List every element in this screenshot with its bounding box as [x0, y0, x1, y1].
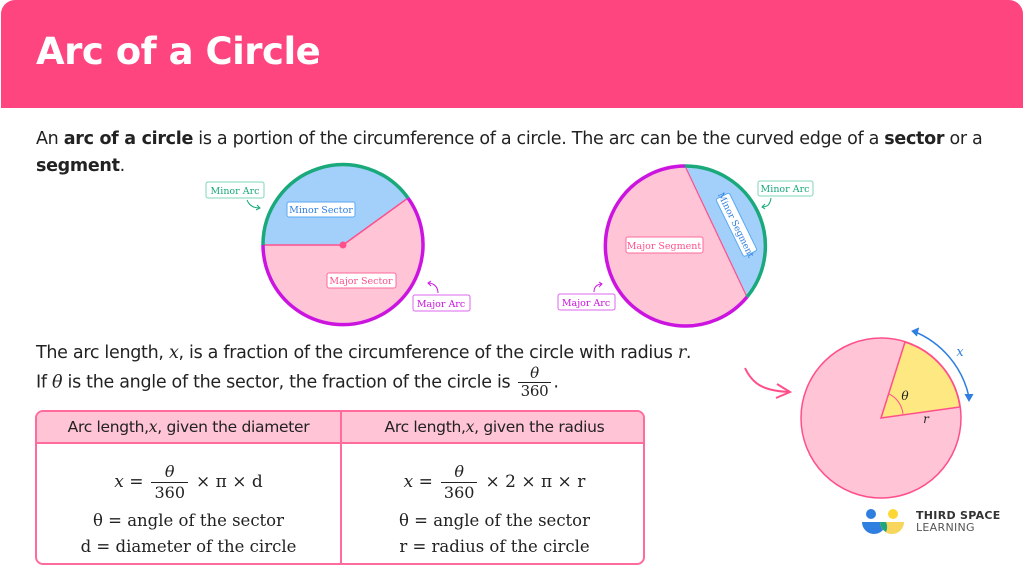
major-sector-label: Major Sector — [326, 272, 397, 289]
definition-radius: r = radius of the circle — [399, 537, 590, 556]
sector-diagram: Minor Arc Minor Sector Major Sector Majo… — [205, 162, 471, 327]
svg-text:Major Sector: Major Sector — [329, 276, 393, 287]
segment-diagram: Minor Segment Major Segment Minor Arc Ma… — [557, 164, 814, 328]
svg-text:Major Arc: Major Arc — [562, 298, 610, 309]
logo-icon — [862, 509, 904, 534]
minor-sector-label: Minor Sector — [286, 201, 356, 218]
definition-diameter: d = diameter of the circle — [80, 537, 297, 556]
svg-text:Major Arc: Major Arc — [417, 299, 465, 310]
title-banner: Arc of a Circle — [1, 0, 1023, 108]
third-space-learning-logo: THIRD SPACE LEARNING — [860, 508, 1001, 536]
svg-text:Major Segment: Major Segment — [627, 241, 702, 252]
page-title: Arc of a Circle — [36, 30, 321, 73]
explanation-line-1: The arc length, x, is a fraction of the … — [36, 343, 692, 363]
intro-paragraph: An arc of a circle is a portion of the c… — [36, 129, 983, 176]
arc-length-diagram: θ r x — [744, 327, 974, 499]
svg-text:Minor Sector: Minor Sector — [289, 205, 353, 216]
definition-theta: θ = angle of the sector — [398, 511, 591, 530]
explanation-line-2: If θ is the angle of the sector, the fra… — [36, 364, 559, 400]
major-segment-label: Major Segment — [625, 236, 704, 254]
minor-arc-label: Minor Arc — [205, 181, 265, 211]
svg-text:Minor Arc: Minor Arc — [211, 186, 260, 197]
arc-length-label: x — [956, 345, 964, 360]
radius-label: r — [923, 412, 930, 426]
svg-text:Minor Arc: Minor Arc — [761, 184, 810, 195]
table-header-diameter: Arc length, x, given the diameter — [37, 412, 342, 444]
definition-theta: θ = angle of the sector — [92, 511, 285, 530]
table-header-radius: Arc length, x, given the radius — [342, 412, 643, 444]
theta-label: θ — [901, 389, 909, 403]
arc-length-explanation: The arc length, x, is a fraction of the … — [36, 340, 756, 400]
major-arc-label: Major Arc — [557, 281, 616, 311]
formula-table: Arc length, x, given the diameter Arc le… — [35, 410, 645, 565]
minor-arc-label: Minor Arc — [757, 180, 814, 210]
major-arc-label: Major Arc — [412, 280, 471, 312]
